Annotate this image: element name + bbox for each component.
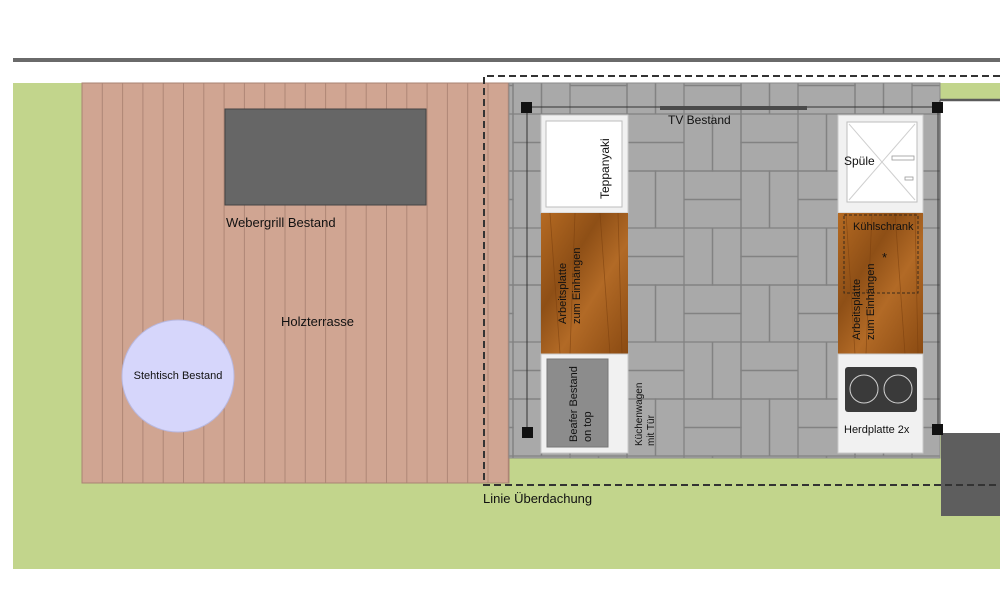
right-wall [940, 100, 1000, 433]
teppanyaki [545, 120, 623, 208]
grill [224, 108, 427, 206]
post-top-right [932, 102, 943, 113]
roofline-dashed [483, 75, 1000, 486]
standing-table [121, 319, 235, 433]
kitchen-cart-label-2: mit Tür [646, 414, 657, 446]
left-kitchen-block: Teppanyaki Arbeitsplatte zum Einhängen B… [540, 114, 629, 454]
building-block [941, 433, 1000, 516]
fridge-mark: * [882, 250, 887, 265]
worktop-right [838, 213, 923, 354]
post-bottom-left [522, 427, 533, 438]
fridge-label: Kühlschrank [853, 221, 914, 233]
burner-right-icon [883, 374, 913, 404]
hob-label: Herdplatte 2x [844, 424, 910, 436]
beafer-label-1: Beafer Bestand [568, 366, 580, 442]
sink-label: Spüle [844, 154, 875, 168]
worktop-right-label-1: Arbeitsplatte [851, 279, 863, 340]
tv-bar [660, 106, 807, 110]
fridge-outline [843, 214, 919, 294]
kitchen-cart-label-1: Küchenwagen [634, 383, 645, 446]
worktop-right-label-2: zum Einhängen [865, 264, 877, 340]
burner-left-icon [849, 374, 879, 404]
post-top-left [521, 102, 532, 113]
beafer [546, 358, 609, 448]
worktop-left [541, 213, 628, 354]
roofline-label: Linie Überdachung [483, 491, 592, 506]
beafer-label-2: on top [582, 411, 594, 442]
tv-label: TV Bestand [668, 113, 731, 127]
worktop-left-label-2: zum Einhängen [571, 248, 583, 324]
post-bottom-right [932, 424, 943, 435]
teppanyaki-label: Teppanyaki [598, 138, 612, 199]
worktop-left-label-1: Arbeitsplatte [557, 263, 569, 324]
standing-table-label: Stehtisch Bestand [134, 370, 223, 382]
hob [845, 367, 917, 412]
right-kitchen-block: Spüle Kühlschrank * Arbeitsplatte zum Ei… [837, 114, 924, 454]
terrace-label: Holzterrasse [281, 314, 354, 329]
top-boundary-line [13, 58, 1000, 62]
grill-label: Webergrill Bestand [226, 215, 336, 230]
